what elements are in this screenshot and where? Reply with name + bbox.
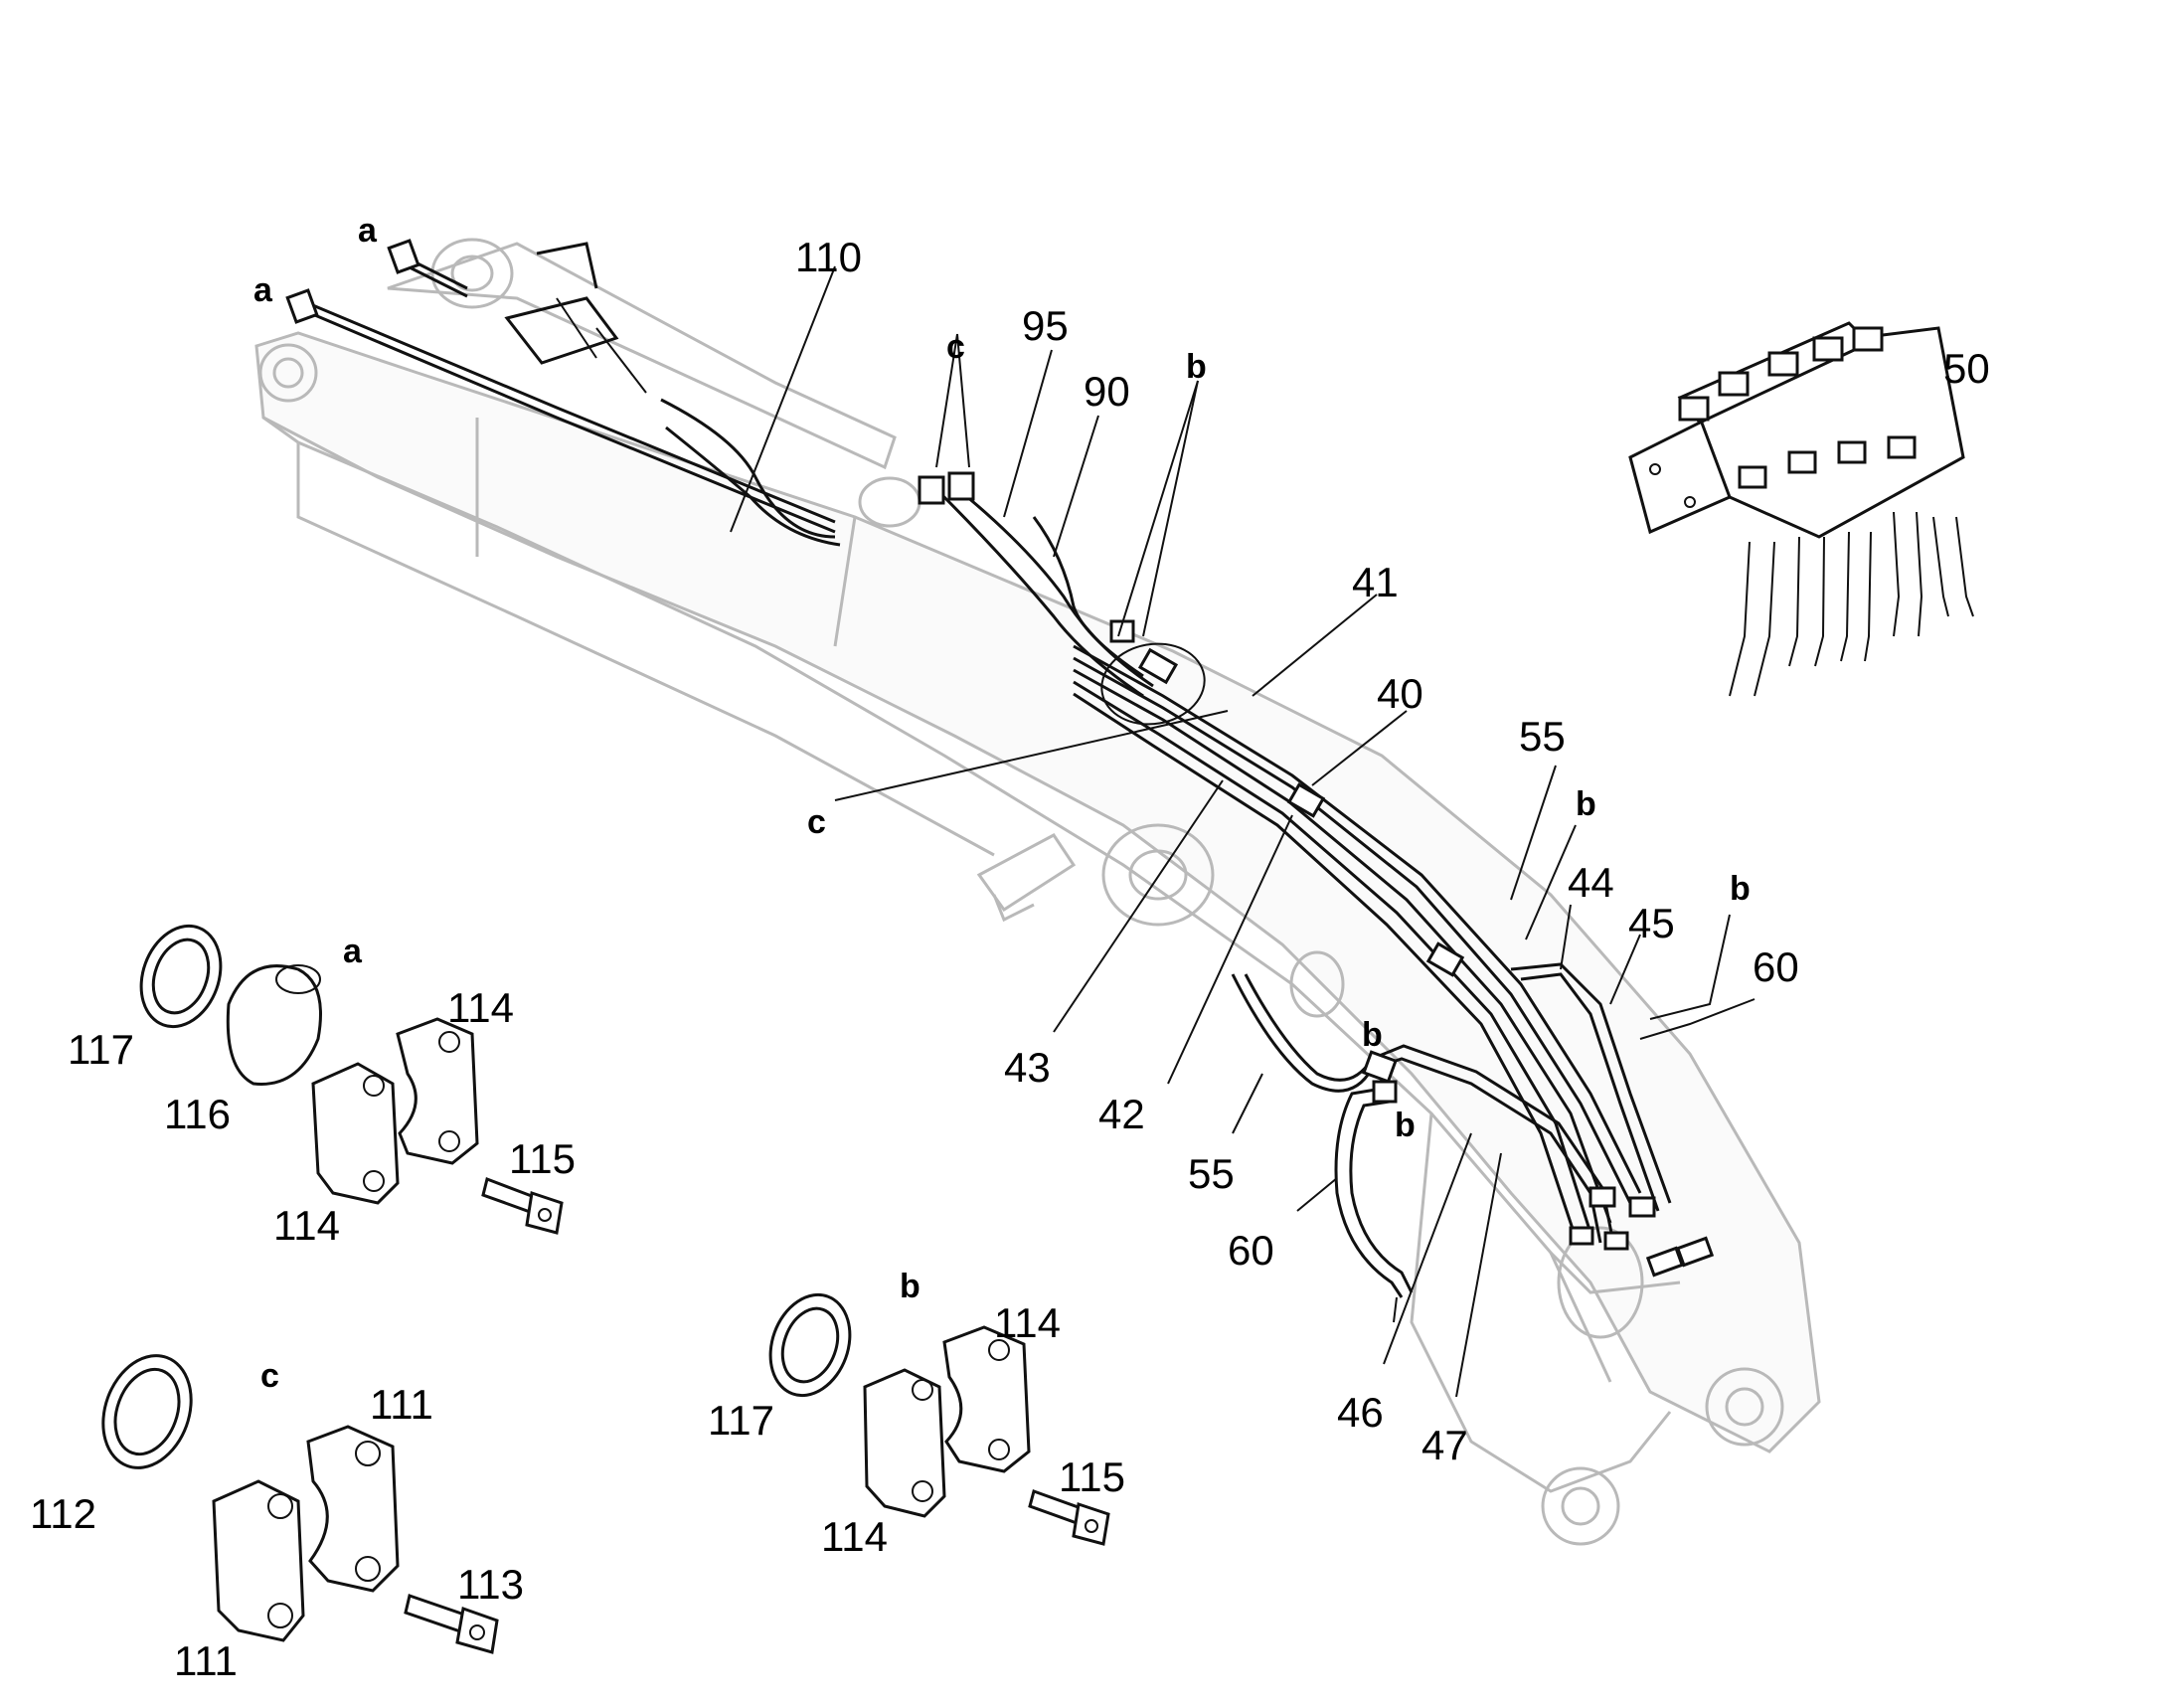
key-b-detail: b [900, 1268, 920, 1305]
arm-cylinder [387, 238, 921, 528]
callout-114-b-top: 114 [994, 1299, 1061, 1346]
callout-112: 112 [30, 1490, 96, 1537]
callout-116: 116 [164, 1091, 231, 1137]
detail-c [101, 1354, 499, 1654]
detail-b [768, 1292, 1110, 1546]
callout-45: 45 [1628, 900, 1675, 946]
callout-47: 47 [1421, 1422, 1468, 1468]
callout-labels: 110 95 90 50 41 40 55 44 45 60 43 42 55 … [30, 234, 1990, 1684]
key-a-top: a [358, 212, 378, 250]
callout-42: 42 [1098, 1091, 1145, 1137]
hose-bundle [285, 239, 1715, 1323]
callout-114-b-bottom: 114 [821, 1513, 888, 1560]
key-c-top: c [946, 328, 965, 366]
callout-60-bottom: 60 [1228, 1227, 1274, 1274]
callout-50: 50 [1943, 345, 1990, 392]
key-a-mid: a [253, 271, 273, 309]
callout-114-a-bottom: 114 [273, 1202, 340, 1249]
callout-115-a: 115 [509, 1135, 576, 1182]
callout-115-b: 115 [1059, 1453, 1125, 1500]
key-b-lower1: b [1362, 1016, 1383, 1054]
callout-60-right: 60 [1753, 943, 1799, 990]
callout-111-bottom: 111 [174, 1637, 238, 1684]
detail-a [139, 924, 564, 1235]
callout-55-bottom: 55 [1188, 1150, 1235, 1197]
detail-key-letters: a a a c c c b b b b b b [253, 212, 1751, 1395]
callout-111-top: 111 [370, 1381, 433, 1428]
callout-90: 90 [1084, 368, 1130, 415]
leader-lines [730, 265, 1755, 1398]
boom-arm [254, 331, 1821, 1546]
callout-117-a: 117 [68, 1026, 134, 1073]
key-a-detail: a [343, 933, 363, 970]
key-b-top: b [1186, 348, 1207, 386]
key-b-right1: b [1576, 785, 1596, 823]
callout-55-top: 55 [1519, 713, 1566, 760]
key-c-left: c [807, 803, 826, 841]
callout-95: 95 [1022, 302, 1069, 349]
key-b-right2: b [1730, 870, 1751, 908]
callout-43: 43 [1004, 1044, 1051, 1091]
callout-40: 40 [1377, 670, 1423, 717]
control-valve [1628, 321, 1974, 697]
callout-110: 110 [795, 234, 862, 280]
key-b-lower2: b [1395, 1107, 1416, 1144]
callout-117-b: 117 [708, 1397, 774, 1444]
callout-114-a-top: 114 [447, 984, 514, 1031]
callout-113: 113 [457, 1561, 524, 1608]
key-c-detail: c [260, 1357, 279, 1395]
callout-46: 46 [1337, 1389, 1384, 1436]
callout-44: 44 [1568, 859, 1614, 906]
callout-41: 41 [1352, 559, 1399, 605]
